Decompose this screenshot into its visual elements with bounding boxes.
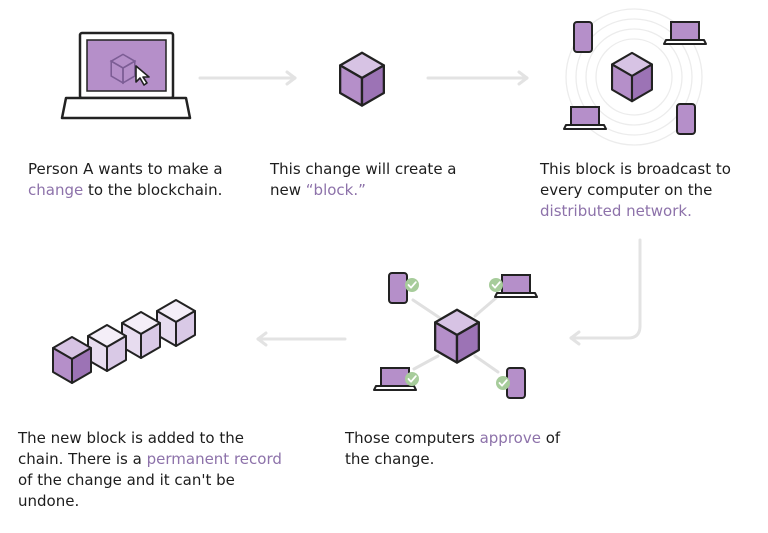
broadcast-block-icon [610,51,654,103]
arrow-4 [256,331,347,347]
new-block-icon [338,51,386,107]
chain-block-icon [87,324,127,372]
arrow-2 [426,70,529,86]
caption-step-1: Person A wants to make a change to the b… [28,160,223,199]
screen-block-icon [109,53,137,85]
chain-block-icon [156,299,196,347]
laptop-icon [663,21,707,45]
broadcast-waves [565,8,703,146]
check-icon [404,277,420,293]
phone-icon [388,272,408,304]
phone-icon [676,103,696,135]
laptop-icon [60,31,192,120]
network-links [411,296,500,374]
chain-block-icon [121,311,161,359]
cursor-icon [135,65,150,86]
check-icon [404,371,420,387]
arrow-1 [198,70,297,86]
arrow-3 [569,238,642,346]
chain-block-icon [52,336,92,384]
network-block-icon [433,308,481,364]
caption-step-3: This block is broadcast to every compute… [540,160,731,220]
caption-step-2: This change will create a new “block.” [270,160,457,199]
laptop-icon [563,106,607,130]
caption-step-5: The new block is added to the chain. The… [18,429,282,510]
caption-step-4: Those computers approve of the change. [345,429,561,468]
check-icon [488,277,504,293]
check-icon [495,375,511,391]
phone-icon [573,21,593,53]
